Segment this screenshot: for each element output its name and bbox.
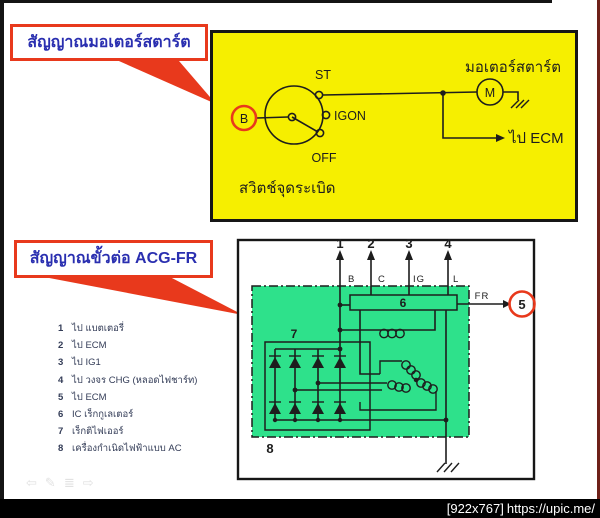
legend-text: IC เร็กกูเลเตอร์ [72,408,134,420]
legend-item: 8 เครื่องกำเนิดไฟฟ้าแบบ AC [58,444,197,454]
legend-num: 5 [58,391,64,403]
switch-label: สวิตช์จุดระเบิด [239,180,336,198]
host-url: https://upic.me/ [506,501,595,516]
off-label: OFF [312,151,337,165]
igon-label: IGON [334,109,366,123]
ground-icon [510,99,530,109]
legend-item: 5 ไป ECM [58,391,197,403]
fr-output: FR 5 [457,290,536,318]
generator-label: 8 [266,441,273,456]
motor-symbol: M [485,86,495,100]
ground-branch [436,310,460,473]
legend-item: 3 ไป IG1 [58,358,197,368]
st-label: ST [315,68,331,82]
starter-callout-arrow [103,54,216,104]
callout-acg-text: สัญญาณขั้วต่อ ACG-FR [29,250,198,267]
legend-num: 4 [58,374,64,386]
to-ecm-label: ไป ECM [508,129,564,147]
pin3-label: 3 [405,237,412,251]
diode-row-bottom [269,401,346,414]
scan-border-left [0,0,4,500]
legend-text: ไป IG1 [72,357,101,369]
acg-callout-arrow [44,277,243,315]
forward-icon[interactable]: ⇨ [82,475,94,490]
legend-num: 6 [58,408,64,420]
ignition-switch [256,85,331,145]
pin-wires [336,250,452,420]
legend-item: 1 ไป แบตเตอรี่ [58,324,197,334]
callout-acg-label: สัญญาณขั้วต่อ ACG-FR [14,240,213,278]
legend-text: ไป ECM [72,391,107,403]
rectifier-label: 7 [291,327,298,341]
field-coil [337,310,436,339]
legend-text: เร็กติไฟเออร์ [72,426,124,438]
legend-text: ไป แบตเตอรี่ [72,323,124,334]
pencil-icon[interactable]: ✎ [44,475,56,490]
terminal-b: B [230,104,258,132]
st-wire [322,90,478,96]
pin5-label: 5 [518,297,525,312]
legend-item: 6 IC เร็กกูเลเตอร์ [58,408,197,420]
acg-circuit-diagram: 1 2 3 4 B C IG L 6 FR 5 [236,236,536,481]
legend-text: ไป ECM [72,340,107,352]
regulator-label: 6 [400,296,407,310]
diode-row-top [269,355,346,368]
watermark-bar: [922x767] https://upic.me/ [0,499,600,518]
ground-icon [436,462,460,473]
motor-label: มอเตอร์สตาร์ต [465,59,561,76]
acg-circuit-panel: 1 2 3 4 B C IG L 6 FR 5 [232,236,540,482]
ic-regulator: 6 [337,294,458,311]
starter-motor: M [476,78,530,109]
legend-num: 2 [58,340,64,352]
legend-num: 8 [58,443,64,455]
term-l-label: L [453,274,459,285]
fr-label: FR [475,291,490,302]
sense-wire [359,310,380,375]
ecm-branch [442,93,505,142]
term-c-label: C [378,274,386,285]
starter-circuit-panel: B M [210,30,578,222]
legend-item: 2 ไป ECM [58,341,197,351]
term-ig-label: IG [413,274,425,285]
legend-item: 4 ไป วงจร CHG (หลอดไฟชาร์ท) [58,374,198,386]
starter-circuit-diagram: B M [230,59,564,198]
back-icon[interactable]: ⇦ [26,475,37,490]
legend-num: 7 [58,426,64,438]
viewer-toolbar: ⇦ ✎ ≣ ⇨ [26,476,94,490]
list-icon[interactable]: ≣ [63,475,75,490]
pin4-label: 4 [444,237,452,251]
rectifier: 7 [264,327,446,431]
legend-text: ไป วงจร CHG (หลอดไฟชาร์ท) [72,374,198,386]
scan-border-right [597,0,600,500]
terminal-b-label: B [240,112,248,126]
legend-text: เครื่องกำเนิดไฟฟ้าแบบ AC [72,443,182,455]
callout-starter-text: สัญญาณมอเตอร์สตาร์ต [27,33,191,51]
stator-windings [292,360,438,411]
callout-starter-label: สัญญาณมอเตอร์สตาร์ต [10,24,208,61]
legend-list: 1 ไป แบตเตอรี่ 2 ไป ECM 3 ไป IG1 4 ไป วงจร C… [58,324,197,454]
legend-item: 7 เร็กติไฟเออร์ [58,427,197,437]
image-resolution: [922x767] [446,501,504,516]
pin2-label: 2 [367,237,374,251]
scan-border-top [0,0,552,3]
pin1-label: 1 [336,237,343,251]
legend-num: 1 [58,323,64,334]
term-b-label: B [348,274,355,285]
legend-num: 3 [58,357,64,369]
